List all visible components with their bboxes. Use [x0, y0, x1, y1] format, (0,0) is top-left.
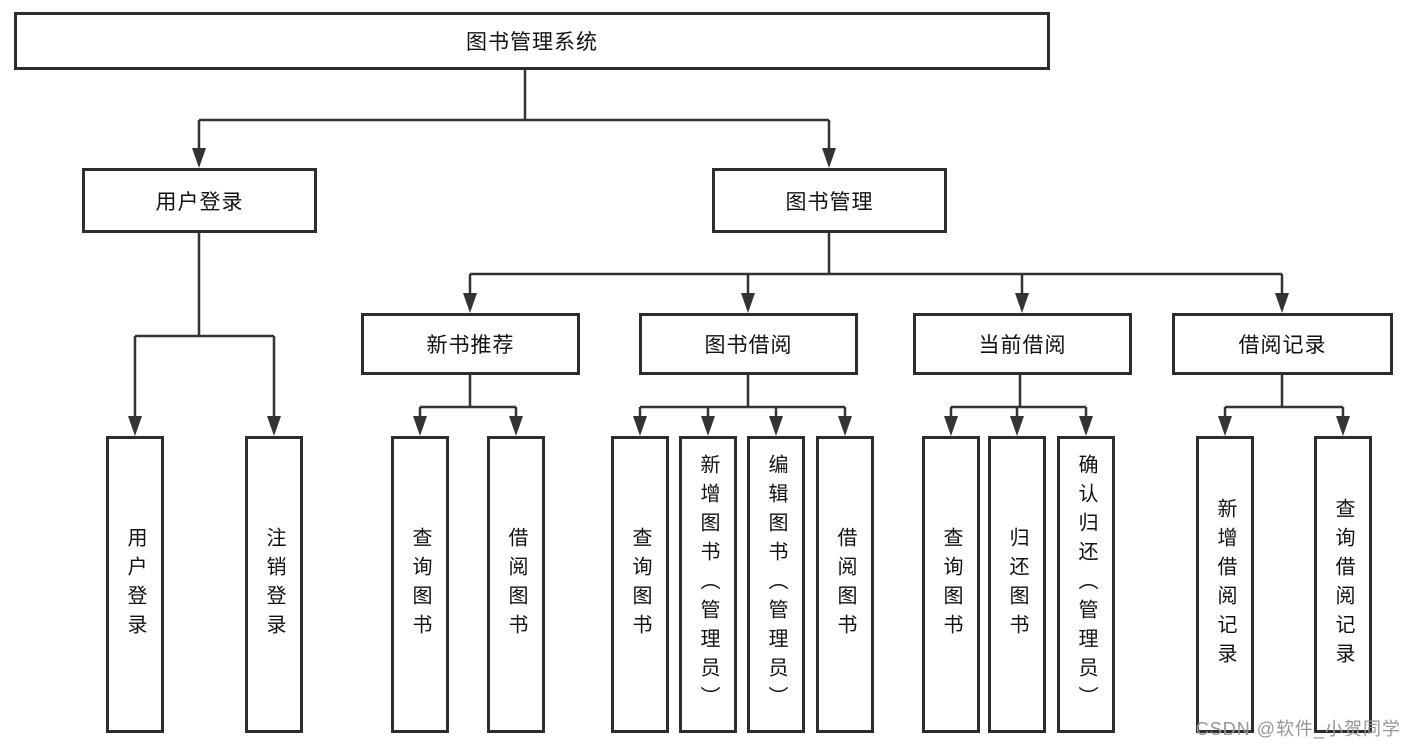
leaf-label: 查询图书	[409, 526, 431, 643]
leaf-label: 查询图书	[629, 526, 651, 643]
node-new-book-recommend: 新书推荐	[361, 313, 580, 375]
leaf-query-books-recommend: 查询图书	[391, 436, 449, 733]
leaf-query-books-borrow: 查询图书	[611, 436, 669, 733]
leaf-return-books: 归还图书	[988, 436, 1046, 733]
leaf-query-books-current: 查询图书	[922, 436, 980, 733]
leaf-label: 注销登录	[263, 526, 285, 643]
node-library-management-system: 图书管理系统	[14, 12, 1050, 70]
leaf-label: 确认归还（管理员）	[1075, 454, 1097, 715]
leaf-label: 查询借阅记录	[1332, 497, 1354, 672]
leaf-user-login: 用户登录	[106, 436, 164, 733]
leaf-label: 新增图书（管理员）	[697, 454, 719, 715]
leaf-label: 新增借阅记录	[1214, 497, 1236, 672]
node-book-borrow: 图书借阅	[639, 313, 858, 375]
node-current-borrow: 当前借阅	[913, 313, 1132, 375]
leaf-label: 归还图书	[1006, 526, 1028, 643]
leaf-label: 借阅图书	[834, 526, 856, 643]
leaf-add-books-admin: 新增图书（管理员）	[679, 436, 737, 733]
leaf-label: 借阅图书	[505, 526, 527, 643]
leaf-add-borrow-record: 新增借阅记录	[1196, 436, 1254, 733]
node-borrow-records: 借阅记录	[1172, 313, 1393, 375]
leaf-label: 用户登录	[124, 526, 146, 643]
leaf-confirm-return-admin: 确认归还（管理员）	[1057, 436, 1115, 733]
leaf-label: 编辑图书（管理员）	[765, 454, 787, 715]
leaf-query-borrow-record: 查询借阅记录	[1314, 436, 1372, 733]
csdn-watermark: CSDN @软件_小贺同学	[1195, 719, 1401, 739]
node-user-login: 用户登录	[82, 168, 317, 233]
leaf-logout: 注销登录	[245, 436, 303, 733]
leaf-borrow-books: 借阅图书	[816, 436, 874, 733]
leaf-edit-books-admin: 编辑图书（管理员）	[747, 436, 805, 733]
leaf-borrow-books-recommend: 借阅图书	[487, 436, 545, 733]
leaf-label: 查询图书	[940, 526, 962, 643]
node-book-management: 图书管理	[712, 168, 947, 233]
